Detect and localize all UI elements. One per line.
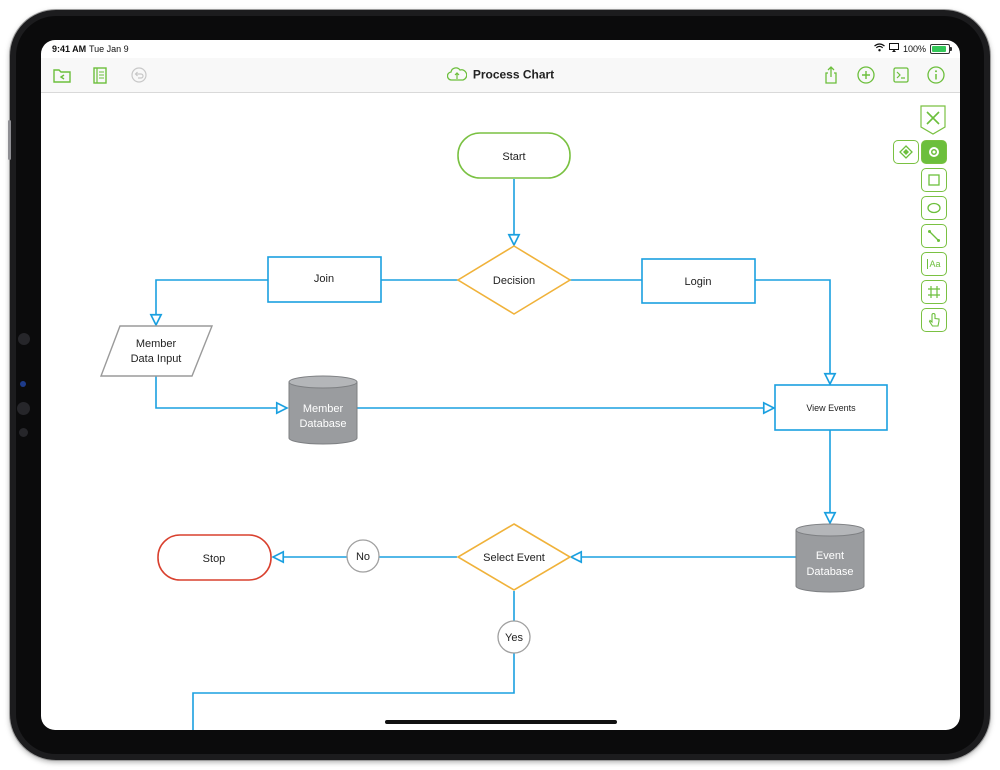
event-db-label-2: Database <box>806 566 853 578</box>
wifi-icon <box>874 43 885 54</box>
no-label-node[interactable]: No <box>346 539 380 573</box>
member-data-input-node[interactable]: Member Data Input <box>99 325 214 377</box>
stop-label: Stop <box>203 553 226 565</box>
sidebar-icon[interactable] <box>89 64 111 86</box>
flowchart: Start Decision Join Login Member Data In… <box>99 132 888 730</box>
ellipse-tool-button[interactable] <box>921 196 947 220</box>
grid-icon <box>928 286 940 298</box>
yes-label-node[interactable]: Yes <box>497 620 531 654</box>
line-icon <box>928 230 940 242</box>
member-input-label-1: Member <box>136 338 177 350</box>
decision-node[interactable]: Decision <box>456 245 572 315</box>
line-tool-button[interactable] <box>921 224 947 248</box>
add-icon[interactable] <box>855 64 877 86</box>
cloud-sync-icon <box>446 67 468 84</box>
style-tool-button[interactable] <box>920 105 946 135</box>
undo-icon[interactable] <box>128 64 150 86</box>
member-db-label-2: Database <box>299 418 346 430</box>
sensor <box>17 402 30 415</box>
ellipse-icon <box>927 202 941 214</box>
login-node[interactable]: Login <box>641 258 756 304</box>
hand-pointer-icon <box>928 313 940 327</box>
join-node[interactable]: Join <box>267 256 382 303</box>
event-db-label-1: Event <box>816 550 844 562</box>
selection-tool-button[interactable] <box>921 140 947 164</box>
view-events-node[interactable]: View Events <box>774 384 888 431</box>
folder-back-icon[interactable] <box>51 64 73 86</box>
stop-node[interactable]: Stop <box>157 534 272 581</box>
view-events-label: View Events <box>806 403 856 413</box>
grid-tool-button[interactable] <box>921 280 947 304</box>
sensor <box>19 428 28 437</box>
member-db-label-1: Member <box>303 403 344 415</box>
share-icon[interactable] <box>820 64 842 86</box>
status-bar: 9:41 AM Tue Jan 9 100% <box>41 40 960 58</box>
start-label: Start <box>502 151 525 163</box>
status-date: Tue Jan 9 <box>89 44 129 54</box>
yes-label: Yes <box>505 632 523 644</box>
select-event-node[interactable]: Select Event <box>456 523 572 591</box>
status-time: 9:41 AM <box>52 44 87 54</box>
volume-button <box>8 120 11 160</box>
member-input-label-2: Data Input <box>131 353 182 365</box>
status-right: 100% <box>874 43 952 54</box>
diamond-icon <box>899 145 913 159</box>
sensor <box>20 381 26 387</box>
event-database-node[interactable]: Event Database <box>795 523 865 593</box>
start-node[interactable]: Start <box>457 132 571 179</box>
screen: 9:41 AM Tue Jan 9 100% Process Chart <box>41 40 960 730</box>
battery-icon <box>930 43 952 54</box>
text-tool-icon: Aa <box>927 259 941 269</box>
selection-gear-icon <box>929 147 939 157</box>
connector-yes-continue[interactable] <box>192 653 515 730</box>
connector-member-input-db[interactable] <box>155 376 287 408</box>
inspector-tool-button[interactable] <box>893 140 919 164</box>
rectangle-icon <box>928 174 940 186</box>
document-title-text: Process Chart <box>472 67 555 82</box>
connector-join-member-input[interactable] <box>156 279 268 325</box>
airplay-icon <box>888 43 899 54</box>
select-event-label: Select Event <box>483 552 545 564</box>
join-label: Join <box>314 273 334 285</box>
battery-percent: 100% <box>902 43 926 54</box>
touch-tool-button[interactable] <box>921 308 947 332</box>
member-database-node[interactable]: Member Database <box>288 375 358 445</box>
diagram-canvas[interactable]: Start Decision Join Login Member Data In… <box>41 93 960 730</box>
connector-login-view-events[interactable] <box>755 279 830 384</box>
terminal-icon[interactable] <box>890 64 912 86</box>
rectangle-tool-button[interactable] <box>921 168 947 192</box>
text-tool-button[interactable]: Aa <box>921 252 947 276</box>
home-indicator <box>385 720 617 724</box>
document-title[interactable]: Process Chart <box>41 67 960 84</box>
login-label: Login <box>685 276 712 288</box>
toolbar: Process Chart <box>41 58 960 93</box>
style-brush-icon <box>920 105 946 135</box>
decision-label: Decision <box>493 275 535 287</box>
info-icon[interactable] <box>925 64 947 86</box>
front-camera <box>18 333 30 345</box>
no-label: No <box>356 551 370 563</box>
